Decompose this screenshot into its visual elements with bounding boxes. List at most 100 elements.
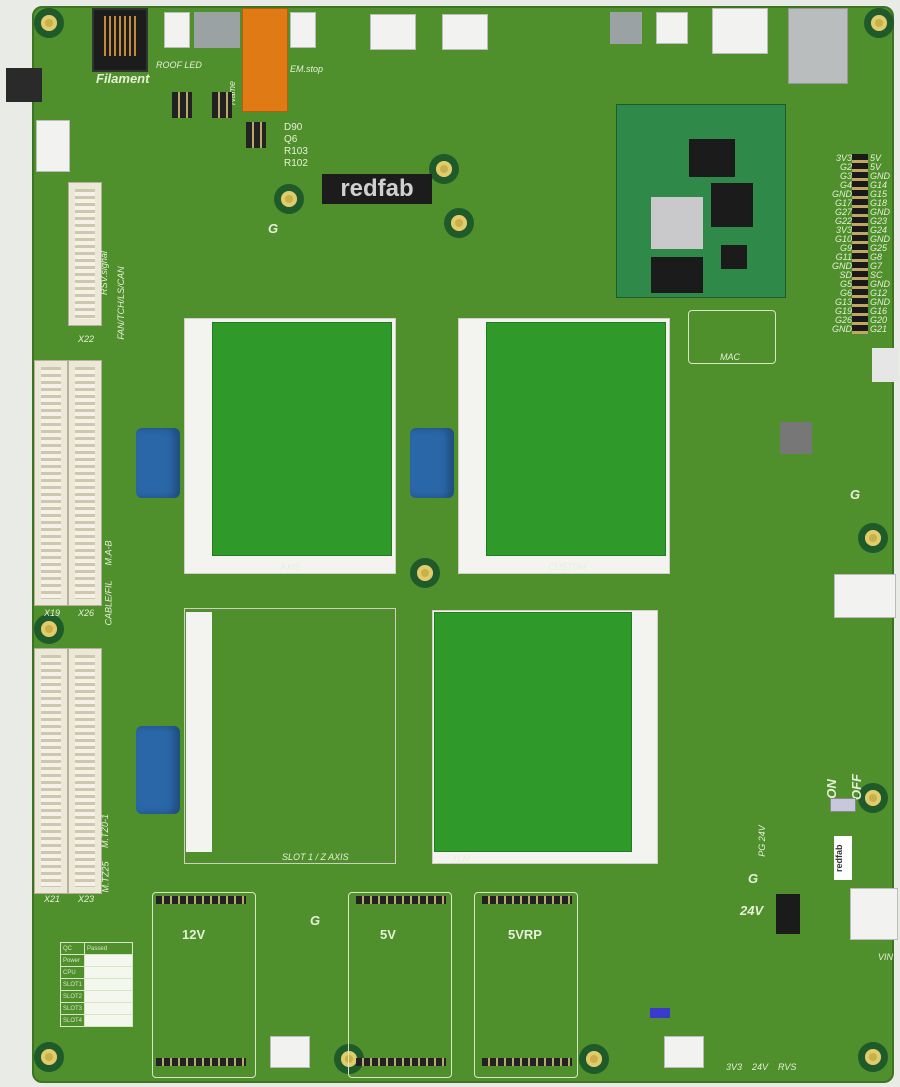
qc-checkbox[interactable] [84,1002,134,1015]
gpio-pin-label: GND [870,171,890,181]
hdmi-connector[interactable] [712,8,768,54]
jumper-header[interactable] [212,92,232,118]
gpio-pin-label: G27 [834,207,852,217]
gpio-pin-label: G13 [834,297,852,307]
x21-header[interactable] [34,648,68,894]
vin-connector[interactable] [850,888,898,940]
gpio-pin-label: G20 [870,315,888,325]
gpio-pin-label: GND [870,234,890,244]
slot1-z-axis-slot [184,608,396,864]
mounting-hole [34,1042,64,1072]
em-stop-connector[interactable] [290,12,316,48]
gpio-pin-label: GND [832,324,852,334]
mounting-hole [579,1044,609,1074]
mounting-hole [858,523,888,553]
usb-c-connector[interactable] [872,348,898,382]
r102-label: R102 [284,158,308,169]
filament-label: Filament [96,71,150,86]
fan-connector[interactable] [270,1036,310,1068]
roof-led-connector[interactable] [164,12,190,48]
mounting-hole [864,8,894,38]
qc-checkbox[interactable] [84,954,134,967]
rvs-led-label: RVS [778,1062,797,1072]
grey-connector[interactable] [194,12,240,48]
jumper-header[interactable] [172,92,192,118]
x23-header[interactable] [68,648,102,894]
gpio-pin-label: G5 [839,279,852,289]
gpio-pin-label: G15 [870,189,888,199]
gpio-pin-label: G11 [835,252,852,262]
gpio-pin-label: G16 [870,306,888,316]
redfab-logo-small: redfab [834,836,852,880]
5vrp-label: 5VRP [508,927,542,942]
mounting-hole [858,1042,888,1072]
12v-module [152,892,256,1078]
connector[interactable] [442,14,488,50]
power-ic [776,894,800,934]
ground-label: G [310,913,321,928]
x26-header[interactable] [68,360,102,606]
side-connector-right[interactable] [834,574,896,618]
gpio-pin-label: G21 [870,324,888,334]
gpio-header[interactable] [852,154,868,334]
mounting-hole [858,783,888,813]
5vrp-module [474,892,578,1078]
relay [242,8,288,112]
gpio-pin-label: G7 [870,261,883,271]
gpio-pin-label: 3V3 [835,153,852,163]
rsv-label: RSV.signal [99,251,109,295]
x19-label: X19 [44,608,61,618]
gpio-pin-label: G12 [870,288,888,298]
x23-label: X23 [78,894,95,904]
gpio-pin-label: G24 [870,225,888,235]
cable-label: CABLE/FIL [103,580,114,626]
gpio-pin-label: GND [832,261,852,271]
ground-label-right2: G [850,487,861,502]
redfab-logo: redfab [322,174,432,204]
x19-header[interactable] [34,360,68,606]
gpio-pin-label: G4 [839,180,852,190]
jumper[interactable] [650,1008,670,1018]
mounting-hole [274,184,304,214]
mounting-hole [410,558,440,588]
grey-connector[interactable] [610,12,642,44]
em-stop-label: EM.stop [290,64,324,74]
fan-connector[interactable] [664,1036,704,1068]
on-label: ON [823,779,839,799]
gpio-pin-label: G26 [834,315,852,325]
12v-label: 12V [182,927,206,942]
capacitor [136,726,180,814]
dc-jack[interactable] [6,68,42,102]
power-switch[interactable] [830,798,856,812]
qc-checkbox[interactable] [84,990,134,1003]
mac-label: MAC [720,352,740,362]
capacitor [136,428,180,498]
24v-label: 24V [740,903,764,918]
x22-header[interactable] [68,182,102,326]
ground-label-top: G [268,221,279,236]
gpio-pin-label: G22 [834,216,852,226]
gpio-pin-label: G17 [834,198,852,208]
chip [780,422,812,454]
qc-checkbox[interactable] [84,1014,134,1027]
ethernet-connector[interactable] [788,8,848,84]
gpio-pin-label: GND [870,297,890,307]
gpio-pin-label: GND [870,207,890,217]
side-connector[interactable] [36,120,70,172]
connector[interactable] [370,14,416,50]
gpio-pin-label: G8 [870,252,883,262]
gpio-pin-label: G3 [839,171,852,181]
tlm-label: TLM [452,854,470,864]
qc-checkbox[interactable] [84,978,134,991]
axis-card [212,322,392,556]
connector[interactable] [656,12,688,44]
qc-checkbox[interactable] [84,966,134,979]
x26-label: X26 [78,608,95,618]
jumper-header[interactable] [246,122,266,148]
x22-label: X22 [78,334,95,344]
mtz01-label: M.TZ0-1 [100,813,111,849]
gpio-pin-label: 5V [870,153,882,163]
